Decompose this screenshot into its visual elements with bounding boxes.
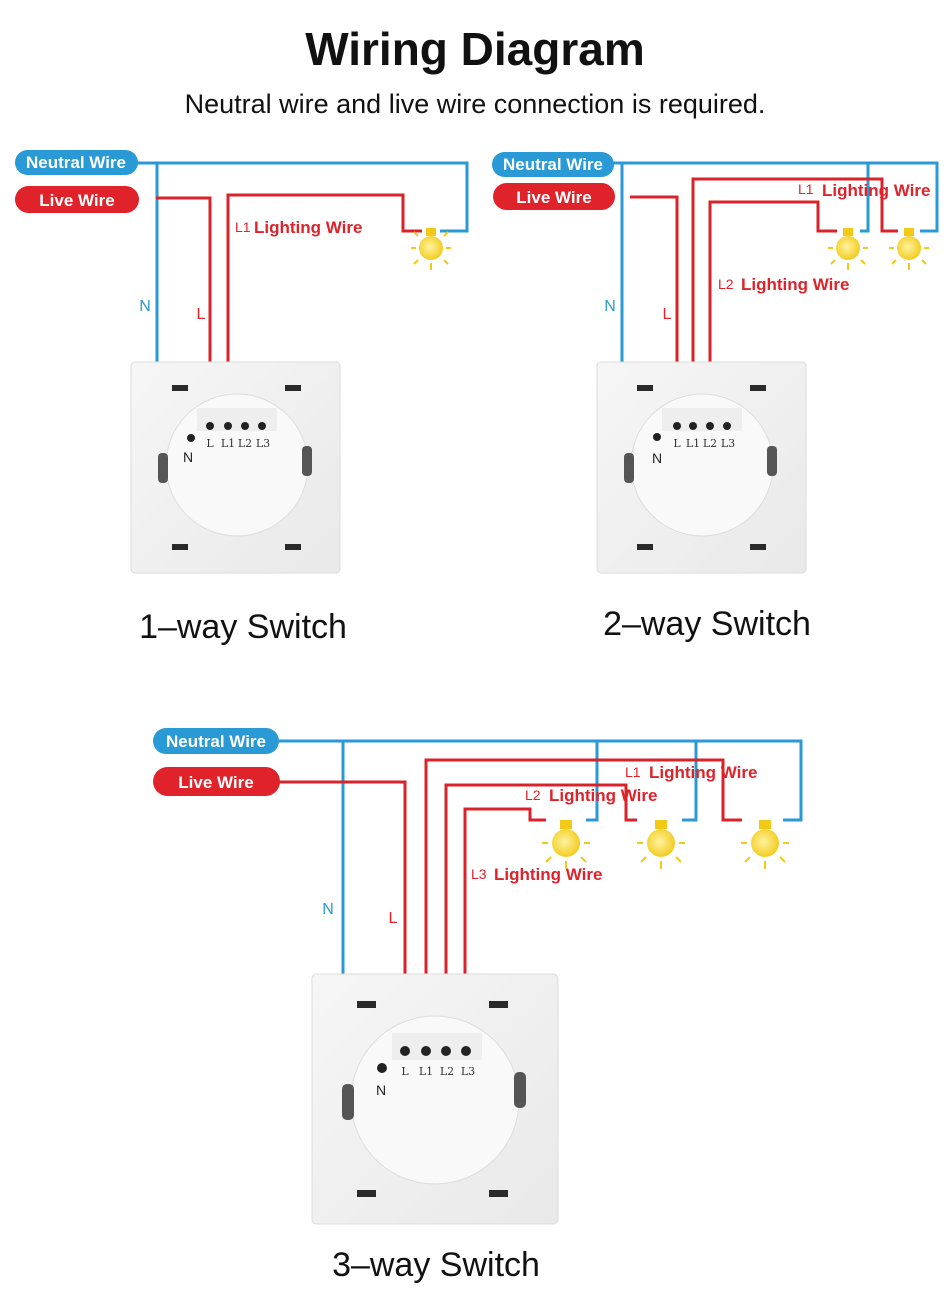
lighting-wire-label-l1: Lighting Wire xyxy=(822,181,930,200)
terminal-l3: L3 xyxy=(256,437,270,450)
lighting-wire-l1 xyxy=(424,758,742,1048)
terminal-n: N xyxy=(376,1082,386,1098)
live-wire-tag-label: Live Wire xyxy=(516,188,591,207)
lighting-wire-l2 xyxy=(708,200,837,420)
terminal-l: L xyxy=(401,1065,409,1078)
lighting-wire-l2 xyxy=(444,783,637,1048)
neutral-wire-tag-label: Neutral Wire xyxy=(26,153,126,172)
light-bulb-icon xyxy=(889,228,929,270)
l1-label: L1 xyxy=(235,219,251,235)
terminal-l2: L2 xyxy=(440,1065,454,1078)
switch-plate xyxy=(130,361,341,574)
light-bulb-icon xyxy=(542,820,590,869)
neutral-wire-tag xyxy=(492,152,614,177)
lighting-wire-label-l1: Lighting Wire xyxy=(649,763,757,782)
terminal-l1: L1 xyxy=(221,437,235,450)
light-bulb-icon xyxy=(411,228,451,270)
neutral-wire-tag-label: Neutral Wire xyxy=(503,155,603,174)
caption-2-way: 2–way Switch xyxy=(603,605,811,643)
terminal-l1: L1 xyxy=(419,1065,433,1078)
live-wire-tag xyxy=(493,183,615,210)
lighting-wire-label-l2: Lighting Wire xyxy=(741,275,849,294)
live-wire xyxy=(279,780,407,1048)
one-way-switch-diagram: L L1 L2 L3 N N L L1 Lighting Wire Neutra… xyxy=(15,150,469,646)
l-wire-label: L xyxy=(389,910,398,927)
lighting-wire-l1 xyxy=(691,177,898,420)
switch-plate xyxy=(311,973,559,1225)
light-bulb-icon xyxy=(741,820,789,869)
caption-1-way: 1–way Switch xyxy=(139,608,347,646)
n-wire-label: N xyxy=(604,298,616,315)
terminal-l3: L3 xyxy=(461,1065,475,1078)
live-wire-tag xyxy=(153,767,280,796)
l-wire-label: L xyxy=(197,306,206,323)
terminal-l: L xyxy=(206,437,214,450)
lighting-wire-l3 xyxy=(463,807,546,1048)
terminal-l: L xyxy=(673,437,681,450)
lighting-wire-label: Lighting Wire xyxy=(254,218,362,237)
l1-label: L1 xyxy=(798,181,814,197)
lighting-wire-l1 xyxy=(226,193,422,420)
live-wire xyxy=(630,195,679,420)
two-way-switch-diagram: L L1 L2 L3 N N L L1 Lighting Wire L2 Lig… xyxy=(492,152,939,643)
live-wire-tag-label: Live Wire xyxy=(178,773,253,792)
switch-plate xyxy=(596,361,807,574)
terminal-l2: L2 xyxy=(703,437,717,450)
terminal-l2: L2 xyxy=(238,437,252,450)
neutral-wire xyxy=(278,739,803,1070)
n-wire-label: N xyxy=(139,298,151,315)
caption-3-way: 3–way Switch xyxy=(332,1246,540,1284)
n-wire-label: N xyxy=(322,901,334,918)
three-way-switch-diagram: L L1 L2 L3 N N L L1 Lighting Wire L2 Lig… xyxy=(153,728,803,1284)
live-wire-tag xyxy=(15,186,139,213)
page-subtitle: Neutral wire and live wire connection is… xyxy=(184,89,766,119)
terminal-l3: L3 xyxy=(721,437,735,450)
l3-label: L3 xyxy=(471,866,487,882)
live-wire-tag-label: Live Wire xyxy=(39,191,114,210)
light-bulb-icon xyxy=(828,228,868,270)
neutral-wire-tag-label: Neutral Wire xyxy=(166,732,266,751)
terminal-n: N xyxy=(183,449,193,465)
live-wire xyxy=(156,196,212,420)
l2-label: L2 xyxy=(525,787,541,803)
terminal-n: N xyxy=(652,450,662,466)
lighting-wire-label-l3: Lighting Wire xyxy=(494,865,602,884)
neutral-wire-tag xyxy=(15,150,138,175)
page-title: Wiring Diagram xyxy=(305,23,645,75)
light-bulb-icon xyxy=(637,820,685,869)
lighting-wire-label-l2: Lighting Wire xyxy=(549,786,657,805)
l2-label: L2 xyxy=(718,276,734,292)
l1-label: L1 xyxy=(625,764,641,780)
l-wire-label: L xyxy=(663,306,672,323)
neutral-wire-tag xyxy=(153,728,279,754)
terminal-l1: L1 xyxy=(686,437,700,450)
